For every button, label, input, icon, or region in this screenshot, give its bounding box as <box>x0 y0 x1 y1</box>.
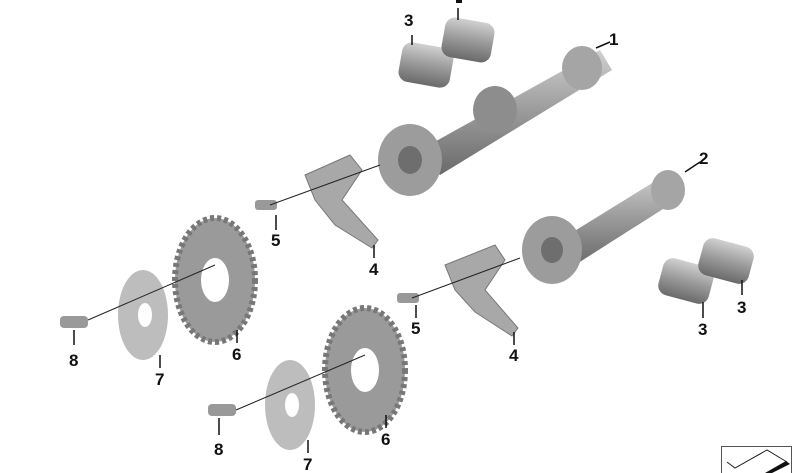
camshaft-1 <box>378 46 612 196</box>
sprocket-6 <box>172 215 408 435</box>
flange-7 <box>118 270 315 450</box>
callout-8: 8 <box>214 440 224 459</box>
bracket-4 <box>304 154 519 337</box>
bolt-5 <box>255 200 419 303</box>
diagram-view-icon[interactable] <box>721 446 792 473</box>
callout-4: 4 <box>509 346 519 365</box>
bucket-tappet <box>658 238 754 304</box>
callout-5: 5 <box>271 231 281 250</box>
camshaft-2 <box>522 170 685 284</box>
callout-1: 1 <box>609 30 619 49</box>
callout-6: 6 <box>232 345 242 364</box>
callout-5: 5 <box>411 319 421 338</box>
callout-4: 4 <box>369 260 379 279</box>
callout-6: 6 <box>381 430 391 449</box>
leader-lines <box>73 0 743 453</box>
callout-3: 3 <box>737 298 747 317</box>
callout-7: 7 <box>303 455 313 473</box>
bucket-tappet <box>398 17 495 88</box>
callout-7: 7 <box>155 370 165 389</box>
callout-3: 3 <box>698 320 708 339</box>
screw-8 <box>60 316 236 416</box>
callout-2: 2 <box>699 149 709 168</box>
assembly-lines <box>87 164 521 411</box>
callout-3: 3 <box>404 11 414 30</box>
callout-8: 8 <box>69 351 79 370</box>
